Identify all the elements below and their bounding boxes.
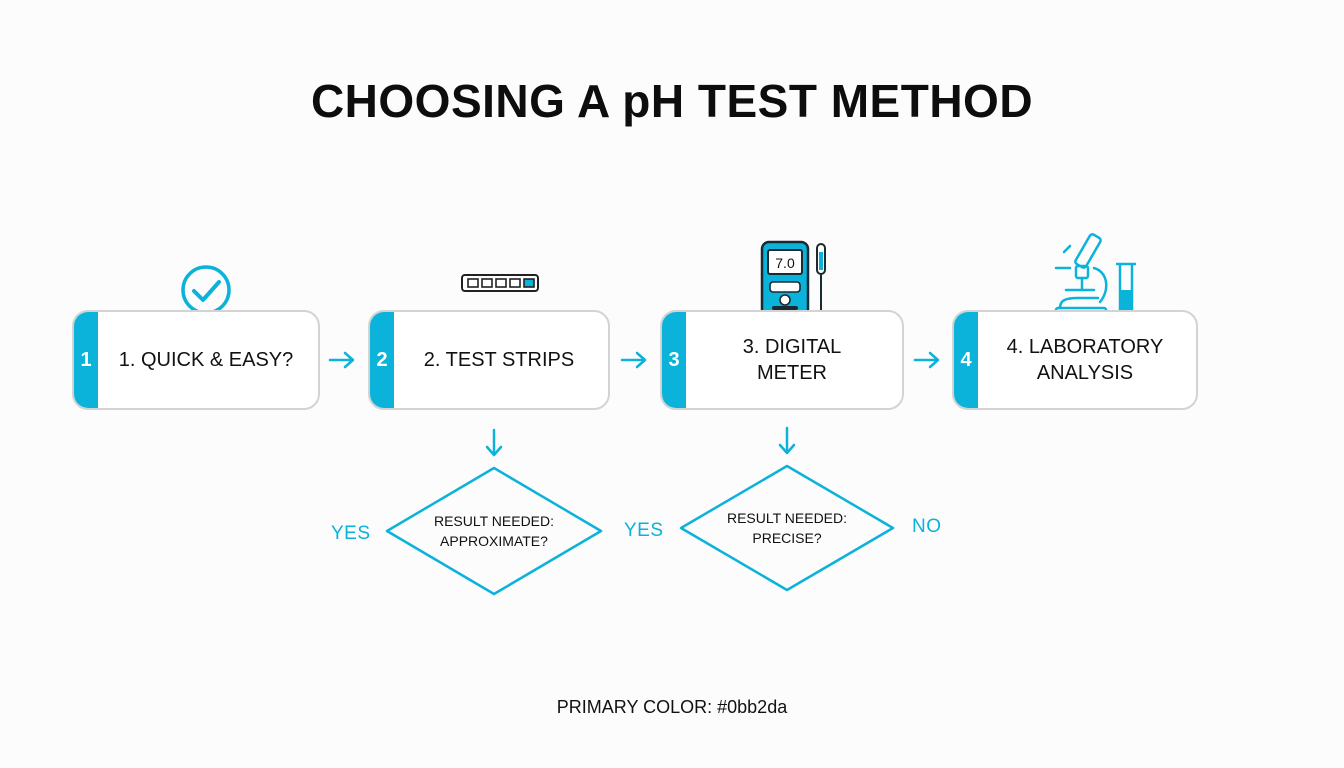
step-label: 3. DIGITAL METER — [742, 336, 842, 384]
step-number: 4 — [960, 348, 972, 371]
arrow-down-icon — [485, 428, 503, 457]
step-4-box: 4 4. LABORATORY ANALYSIS — [952, 310, 1198, 410]
yes-label: YES — [624, 520, 664, 541]
step-tab — [370, 312, 394, 408]
step-label: 4. LABORATORY ANALYSIS — [1006, 336, 1164, 384]
meter-reading: 7.0 — [775, 255, 795, 271]
test-strip-icon — [461, 274, 539, 292]
yes-label: YES — [331, 523, 371, 544]
primary-color-note: PRIMARY COLOR: #0bb2da — [556, 697, 788, 717]
step-number: 1 — [80, 348, 92, 371]
step-2-box: 2 2. TEST STRIPS — [368, 310, 610, 410]
decision-diamond — [385, 466, 603, 596]
no-label: NO — [912, 516, 942, 537]
arrow-down-icon — [778, 426, 796, 455]
step-tab — [662, 312, 686, 408]
step-tab — [954, 312, 978, 408]
step-number: 2 — [376, 348, 388, 371]
ph-meter-icon: 7.0 — [760, 240, 826, 318]
arrow-right-icon — [913, 351, 940, 369]
arrow-right-icon — [620, 351, 647, 369]
step-3-box: 3 3. DIGITAL METER — [660, 310, 904, 410]
page-title: CHOOSING A pH TEST METHOD — [310, 75, 1034, 127]
step-label: 2. TEST STRIPS — [423, 349, 575, 371]
arrow-right-icon — [328, 351, 355, 369]
step-label: 1. QUICK & EASY? — [118, 349, 294, 371]
step-tab — [74, 312, 98, 408]
step-number: 3 — [668, 348, 680, 371]
decision-1-text: RESULT NEEDED: APPROXIMATE? — [433, 513, 555, 549]
step-1-box: 1 1. QUICK & EASY? — [72, 310, 320, 410]
decision-2-text: RESULT NEEDED: PRECISE? — [726, 510, 848, 546]
decision-diamond — [679, 464, 895, 592]
